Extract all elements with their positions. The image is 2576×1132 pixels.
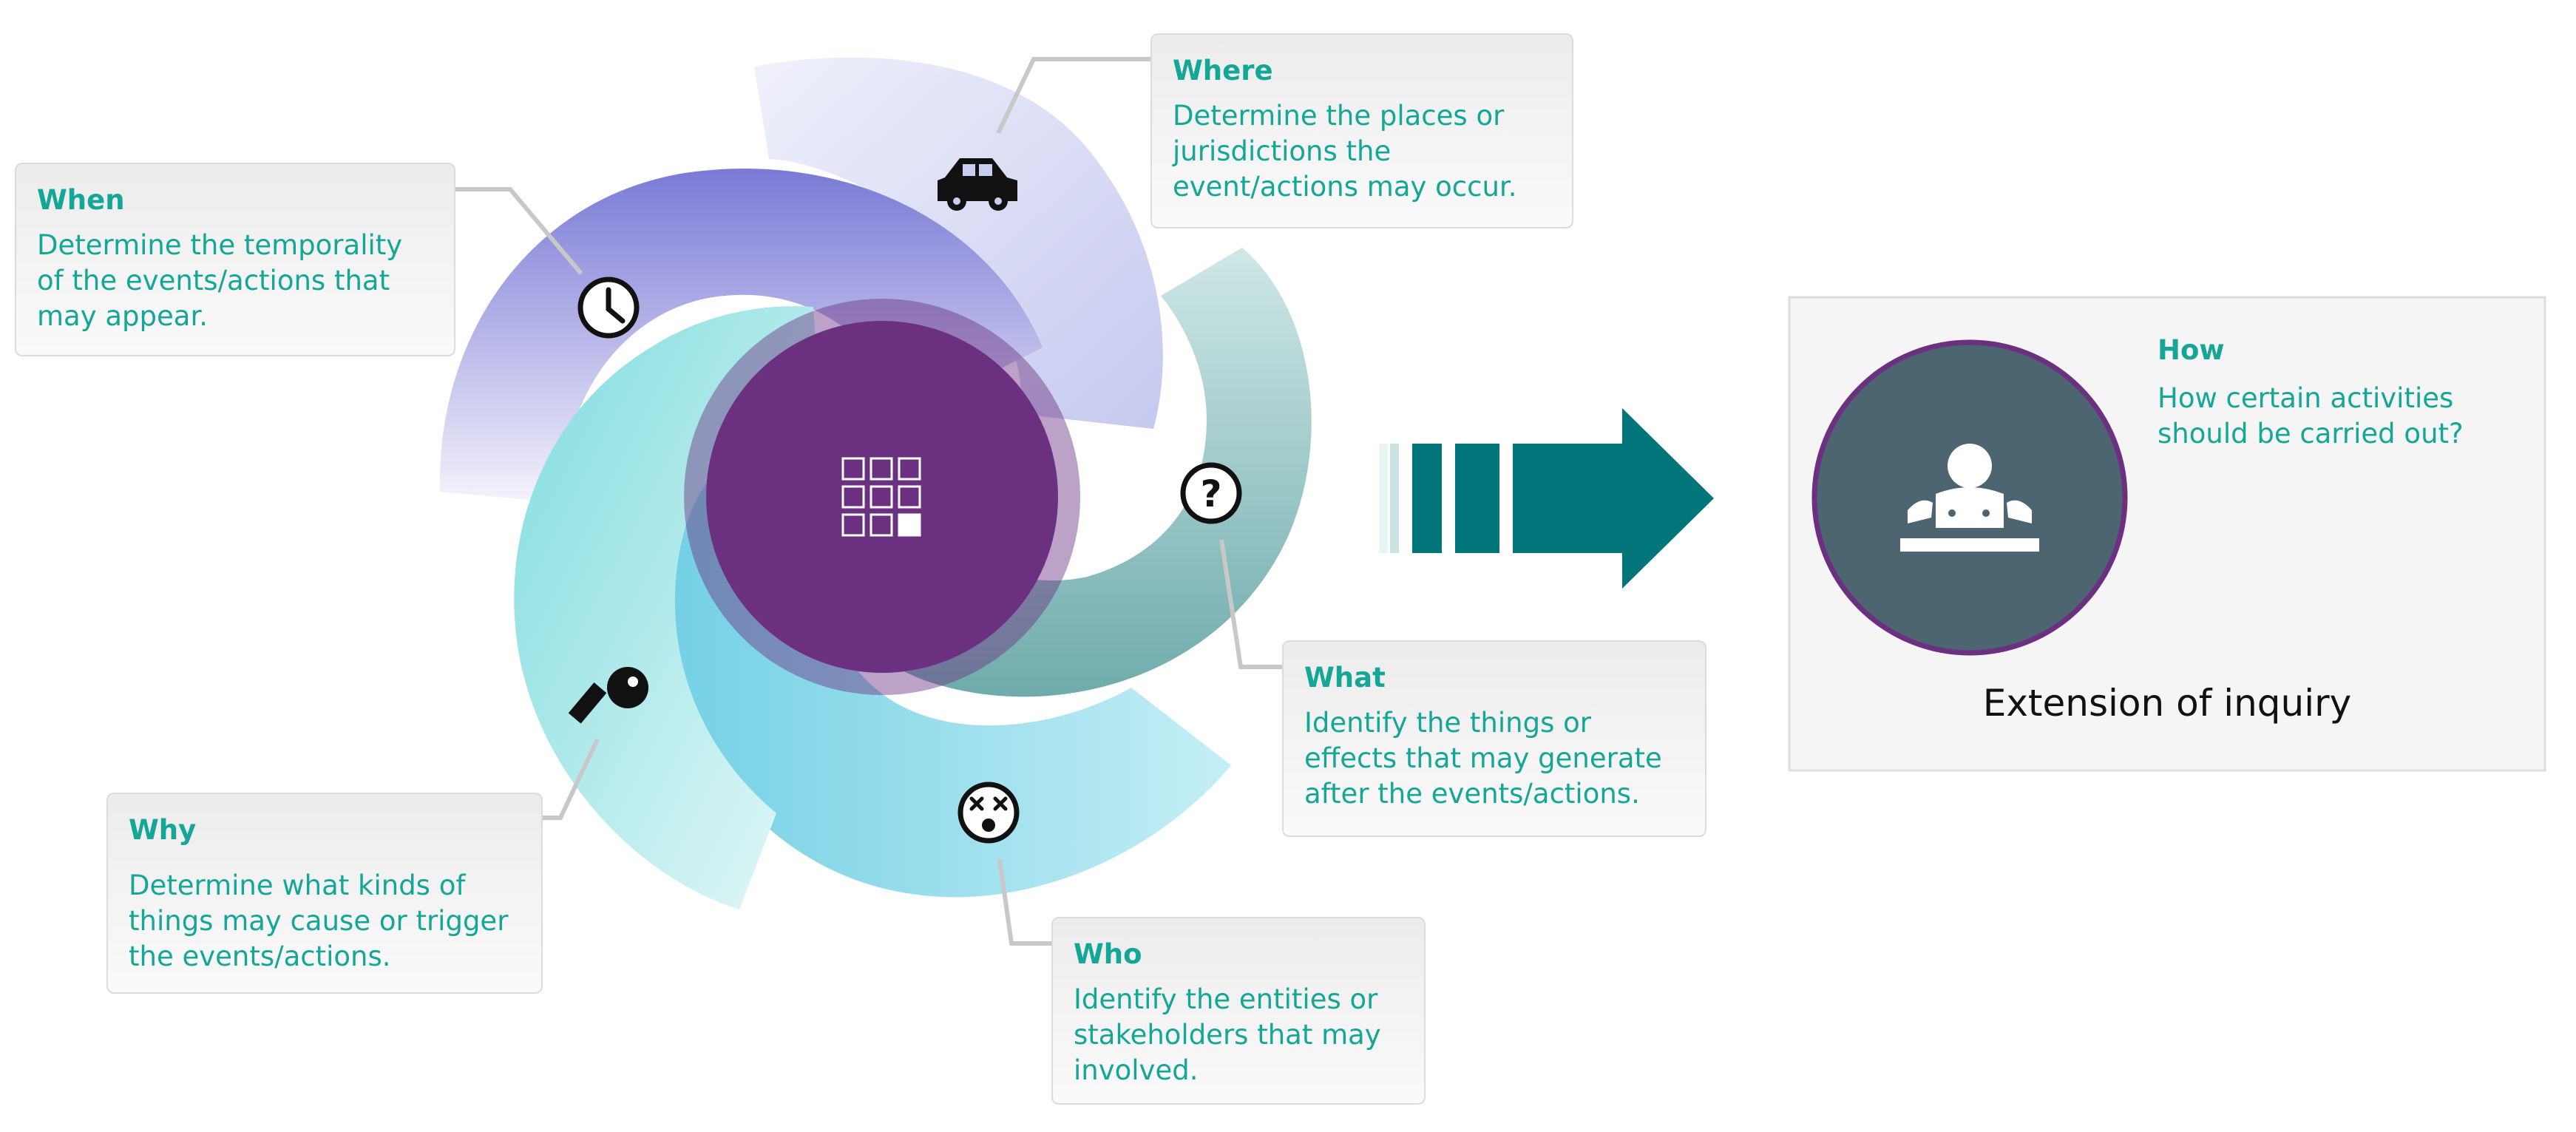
connector-why <box>540 738 600 820</box>
person-at-desk-icon <box>1900 444 2039 552</box>
grid-icon <box>841 457 921 537</box>
question-icon: ? <box>1180 462 1242 524</box>
connector-what <box>1219 539 1283 669</box>
center-disc <box>706 321 1058 673</box>
box-where: Where Determine the places or jurisdicti… <box>1150 33 1573 228</box>
connector-where <box>996 57 1155 135</box>
where-text: Determine the places or jurisdictions th… <box>1173 100 1517 203</box>
dizzy-face-icon <box>957 782 1020 844</box>
car-icon <box>938 158 1017 211</box>
who-title: Who <box>1074 938 1142 970</box>
key-icon <box>568 667 648 724</box>
when-title: When <box>37 184 125 216</box>
when-text: Determine the temporality of the events/… <box>37 229 403 332</box>
extension-label: Extension of inquiry <box>1982 682 2352 725</box>
connector-who <box>997 858 1053 946</box>
swirl-segment-when <box>439 169 1043 503</box>
arrow <box>1379 408 1714 589</box>
clock-icon <box>577 277 640 339</box>
what-text: Identify the things or effects that may … <box>1304 707 1662 810</box>
box-when: When Determine the temporality of the ev… <box>15 163 455 356</box>
who-text: Identify the entities or stakeholders th… <box>1074 983 1381 1086</box>
how-text: How certain activities should be carried… <box>2158 382 2464 450</box>
how-title: How <box>2158 334 2225 366</box>
connector-when <box>453 187 583 275</box>
why-title: Why <box>129 814 197 846</box>
where-title: Where <box>1173 55 1273 87</box>
why-text: Determine what kinds of things may cause… <box>129 870 509 972</box>
box-who: Who Identify the entities or stakeholder… <box>1051 917 1426 1105</box>
what-title: What <box>1304 662 1386 694</box>
box-what: What Identify the things or effects that… <box>1282 640 1706 837</box>
box-why: Why Determine what kinds of things may c… <box>106 793 543 994</box>
svg-text:?: ? <box>1200 472 1221 515</box>
